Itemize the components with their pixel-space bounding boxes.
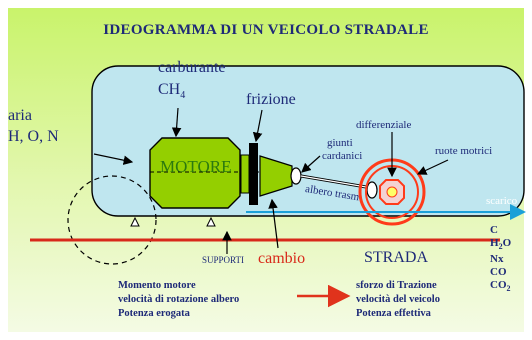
engine-output-line: Potenza erogata [118, 308, 190, 319]
arrow-giunti [301, 155, 321, 173]
exhaust-item: H2O [490, 237, 512, 252]
clutch-bar [249, 143, 258, 205]
engine-shape [149, 137, 241, 209]
label-supporti: SUPPORTI [202, 255, 244, 265]
label-ch4: CH4 [158, 82, 185, 101]
label-differenziale: differenziale [356, 119, 412, 131]
differential-core [386, 186, 398, 198]
label-scarico: scarico [486, 195, 518, 207]
clutch-plate [240, 154, 250, 194]
label-aria-elements: H, O, N [8, 128, 59, 145]
label-aria: aria [8, 107, 32, 124]
engine-output-block: Momento motore velocità di rotazione alb… [118, 279, 239, 321]
wheel-output-block: sforzo di Trazione velocità del veicolo … [356, 279, 440, 321]
arrow-frizione [252, 109, 263, 143]
exhaust-item: Nx [490, 253, 504, 266]
label-giunti: giunti [327, 137, 353, 149]
arrow-ruote [416, 159, 449, 175]
label-cambio: cambio [258, 250, 306, 267]
arrow-aria [93, 153, 134, 165]
arrow-cambio [268, 198, 279, 249]
support-left [130, 216, 140, 227]
engine-output-line: velocità di rotazione albero [118, 294, 240, 305]
exhaust-list: C H2O Nx CO CO2 [490, 224, 511, 295]
label-frizione: frizione [246, 91, 296, 108]
support-right [206, 216, 216, 227]
label-albero: albero trasm [304, 183, 361, 204]
label-cardanici: cardanici [322, 150, 363, 162]
front-wheel-dashed [67, 175, 157, 265]
page-title: IDEOGRAMMA DI UN VEICOLO STRADALE [103, 22, 429, 38]
label-strada: STRADA [364, 249, 429, 266]
label-motore: MOTORE [160, 157, 232, 176]
ch4-base: CH [158, 81, 181, 98]
gearbox-shape [259, 155, 293, 197]
exhaust-item: CO2 [490, 279, 511, 294]
label-ruote: ruote motrici [435, 145, 493, 157]
ch4-subscript: 4 [180, 90, 186, 102]
exhaust-item: CO [490, 266, 507, 279]
label-carburante: carburante [158, 59, 226, 76]
engine-output-line: Momento motore [118, 280, 196, 291]
wheel-output-line: Potenza effettiva [356, 308, 431, 319]
wheel-output-line: velocità del veicolo [356, 294, 440, 305]
exhaust-item: C [490, 224, 498, 236]
wheel-output-line: sforzo di Trazione [356, 280, 437, 291]
arrow-carburante [171, 107, 182, 138]
